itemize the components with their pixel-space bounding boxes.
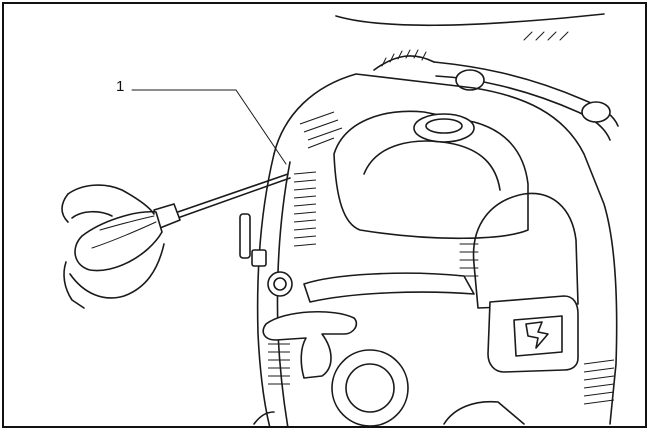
recoil-handle xyxy=(262,310,358,379)
figure-frame: 1 xyxy=(2,2,647,428)
carburetor-screw-boss xyxy=(251,249,267,267)
engine-left-edge xyxy=(256,153,275,426)
cooling-fins-left xyxy=(268,171,317,385)
screwdriver-shaft xyxy=(171,173,289,215)
bracket-detail xyxy=(525,321,549,349)
top-cap xyxy=(413,113,475,143)
middle-panel xyxy=(303,272,475,303)
cooling-fins-right xyxy=(583,359,615,405)
cooling-fins-top xyxy=(299,111,343,149)
callout-label-1: 1 xyxy=(116,78,125,95)
cylinder-shroud xyxy=(333,110,529,240)
engine-body-outline xyxy=(273,73,618,425)
adjustment-slot xyxy=(239,213,251,259)
right-fins xyxy=(459,243,479,277)
top-housing-outline xyxy=(335,13,605,27)
screwdriver-handle xyxy=(74,211,163,272)
hose-clamp-right xyxy=(581,101,611,123)
choke-knob xyxy=(267,271,293,297)
hand-palm xyxy=(69,243,165,299)
engine-illustration xyxy=(61,13,619,426)
right-cover xyxy=(472,192,579,309)
hand-index-finger xyxy=(67,184,155,215)
callout-leader-line xyxy=(131,89,287,165)
top-housing-marks xyxy=(523,31,569,41)
bottom-housing xyxy=(443,400,525,425)
screwdriver-icon xyxy=(74,173,291,272)
hand-illustration xyxy=(61,184,165,309)
coil-spring-tube xyxy=(373,55,435,71)
hose-clamp-left xyxy=(455,69,485,91)
starter-pulley xyxy=(331,349,409,426)
hand-wrist xyxy=(63,261,85,309)
